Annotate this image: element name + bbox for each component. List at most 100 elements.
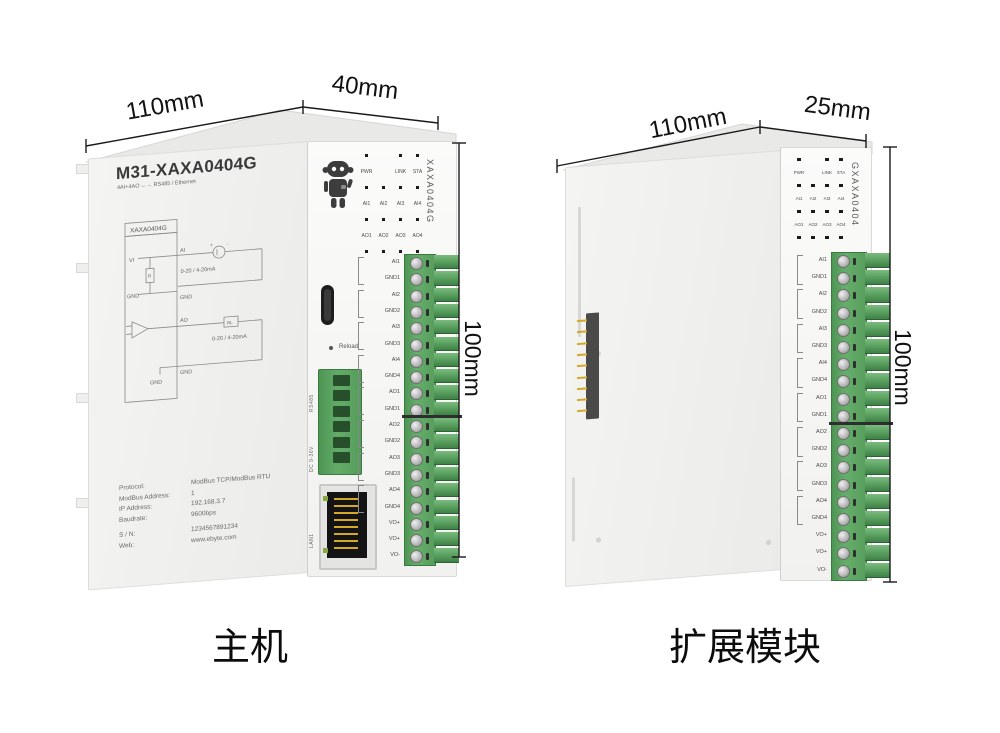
terminal-screw[interactable] (837, 306, 856, 320)
screw (596, 537, 601, 543)
terminal-screw[interactable] (837, 547, 856, 561)
terminal-label: GND1 (811, 274, 827, 281)
terminal-screw[interactable] (410, 257, 429, 270)
rs485-power-connector[interactable] (318, 369, 362, 475)
led-indicator (839, 183, 843, 187)
terminal-label: GND3 (811, 343, 827, 349)
led-indicator (797, 183, 801, 187)
terminal-screw[interactable] (837, 358, 856, 372)
terminal-screw[interactable] (837, 375, 856, 389)
terminal-screw[interactable] (837, 564, 856, 578)
terminal-fin (865, 304, 890, 320)
led-indicator (381, 217, 386, 221)
terminal-screw[interactable] (410, 517, 429, 531)
bus-pin (577, 409, 587, 413)
terminal-screw[interactable] (837, 461, 856, 475)
vent-slot (572, 477, 575, 542)
main-module-side-face: M31-XAXA0404G 4AI+4AO ←→ RS485 / Etherne… (88, 141, 309, 591)
terminal-fin (434, 401, 459, 416)
screw (766, 539, 771, 546)
bus-pin (577, 341, 587, 345)
connector-slot (333, 452, 350, 463)
main-height-dimension: 100mm (460, 320, 486, 397)
terminal-fin (434, 369, 459, 384)
connector-slot (333, 405, 350, 417)
terminal-screw[interactable] (837, 272, 856, 286)
terminal-fin (434, 336, 459, 351)
usb-c-port[interactable] (321, 285, 334, 325)
terminal-screw[interactable] (837, 255, 856, 268)
terminal-screw[interactable] (410, 534, 429, 548)
terminal-screw[interactable] (410, 338, 429, 352)
terminal-label: GND1 (384, 405, 400, 412)
terminal-screw[interactable] (837, 392, 856, 406)
main-module-caption: 主机 (211, 625, 288, 669)
led-label: STA (836, 170, 846, 175)
terminal-fin (865, 287, 890, 303)
terminal-label: GND2 (384, 307, 400, 314)
terminal-label: GND2 (811, 446, 827, 453)
bus-pin (577, 387, 587, 390)
terminal-screw[interactable] (410, 354, 429, 368)
reload-button[interactable] (329, 346, 333, 350)
terminal-screw[interactable] (837, 513, 856, 526)
terminal-fin (865, 562, 890, 578)
terminal-label: AI3 (818, 325, 827, 332)
terminal-screw[interactable] (410, 387, 429, 401)
terminal-screw[interactable] (837, 323, 856, 337)
terminal-screw[interactable] (837, 478, 856, 492)
led-indicator (839, 209, 843, 213)
terminal-label: AI2 (391, 291, 400, 298)
terminal-screw[interactable] (410, 322, 429, 336)
terminal-screw[interactable] (410, 452, 429, 466)
svg-text:AO: AO (180, 317, 189, 324)
terminal-label: AO2 (815, 429, 827, 435)
led-label: AI1 (795, 196, 803, 201)
led-indicator (825, 209, 829, 213)
bus-connector[interactable] (577, 312, 599, 420)
terminal-fin (865, 270, 890, 286)
led-indicator (797, 235, 801, 239)
terminal-pair-bracket (358, 387, 364, 416)
terminal-screw[interactable] (410, 550, 429, 564)
led-indicator (811, 209, 815, 213)
terminal-fin (434, 532, 459, 547)
terminal-screw[interactable] (837, 409, 856, 423)
led-indicator (797, 209, 801, 213)
terminal-label: AO4 (388, 487, 400, 494)
terminal-screw[interactable] (410, 501, 429, 515)
terminal-screw[interactable] (410, 420, 429, 433)
terminal-screw[interactable] (410, 371, 429, 385)
led-indicator (825, 157, 829, 161)
terminal-screw[interactable] (410, 468, 429, 482)
terminal-screw[interactable] (837, 495, 856, 509)
terminal-screw[interactable] (837, 289, 856, 303)
terminal-fin (865, 493, 890, 509)
terminal-screw[interactable] (837, 427, 856, 440)
terminal-screw[interactable] (410, 305, 429, 319)
terminal-screw[interactable] (410, 436, 429, 450)
terminal-screw[interactable] (837, 341, 856, 354)
led-label: LINK (394, 169, 407, 175)
terminal-pair-bracket (797, 323, 803, 354)
terminal-screw[interactable] (410, 289, 429, 303)
terminal-screw[interactable] (410, 273, 429, 287)
terminal-fin (865, 528, 890, 544)
terminal-fin (865, 545, 890, 561)
rj45-pin (334, 512, 358, 514)
terminal-fin (434, 515, 459, 531)
terminal-label: GND4 (811, 377, 827, 384)
terminal-screw[interactable] (410, 485, 429, 499)
terminal-screw[interactable] (837, 530, 856, 544)
svg-text:-: - (227, 241, 229, 247)
terminal-pair-bracket (797, 392, 803, 423)
wiring-diagram: XAXA0404G VI + - AI 0-20 / 4-20mA (124, 210, 284, 408)
expansion-height-dimension: 100mm (890, 329, 916, 406)
led-indicator (811, 235, 815, 239)
terminal-fin (865, 442, 890, 458)
terminal-screw[interactable] (837, 444, 856, 458)
svg-text:GND: GND (180, 369, 192, 376)
lan-port[interactable] (319, 484, 377, 570)
led-indicator (797, 157, 801, 161)
